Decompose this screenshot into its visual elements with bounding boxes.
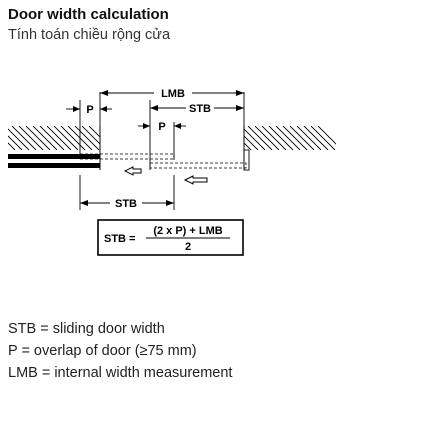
p-left-dimension bbox=[66, 106, 112, 112]
formula-denominator: 2 bbox=[185, 241, 191, 253]
legend-lmb: LMB = internal width measurement bbox=[8, 365, 233, 381]
stb-top-dimension bbox=[150, 105, 244, 111]
lmb-dimension bbox=[100, 90, 244, 96]
page-title: Door width calculation bbox=[8, 6, 169, 23]
p-left-label: P bbox=[86, 104, 93, 116]
door-panel-dashed-right bbox=[149, 162, 247, 169]
formula-lhs: STB = bbox=[104, 233, 135, 245]
door-panel-rear bbox=[8, 163, 100, 168]
formula-box: STB = (2 x P) + LMB 2 bbox=[97, 219, 244, 256]
p-right-label: P bbox=[158, 121, 165, 133]
move-left-arrow-2 bbox=[183, 175, 208, 185]
right-wall-hatching bbox=[244, 126, 336, 150]
left-wall-hatching bbox=[8, 126, 100, 150]
stb-top-label: STB bbox=[189, 103, 211, 115]
stb-bottom-dimension bbox=[80, 200, 174, 206]
lmb-label: LMB bbox=[161, 88, 185, 100]
formula-numerator: (2 x P) + LMB bbox=[153, 225, 222, 237]
p-right-dimension bbox=[138, 123, 186, 129]
legend-p: P = overlap of door (≥75 mm) bbox=[8, 343, 197, 359]
move-left-arrow-1 bbox=[123, 166, 142, 176]
legend-stb: STB = sliding door width bbox=[8, 321, 165, 337]
stb-bottom-label: STB bbox=[115, 198, 137, 210]
door-panel-front bbox=[8, 154, 100, 159]
right-wall-stop bbox=[243, 149, 250, 171]
page-subtitle: Tính toán chiều rộng cửa bbox=[8, 27, 171, 43]
